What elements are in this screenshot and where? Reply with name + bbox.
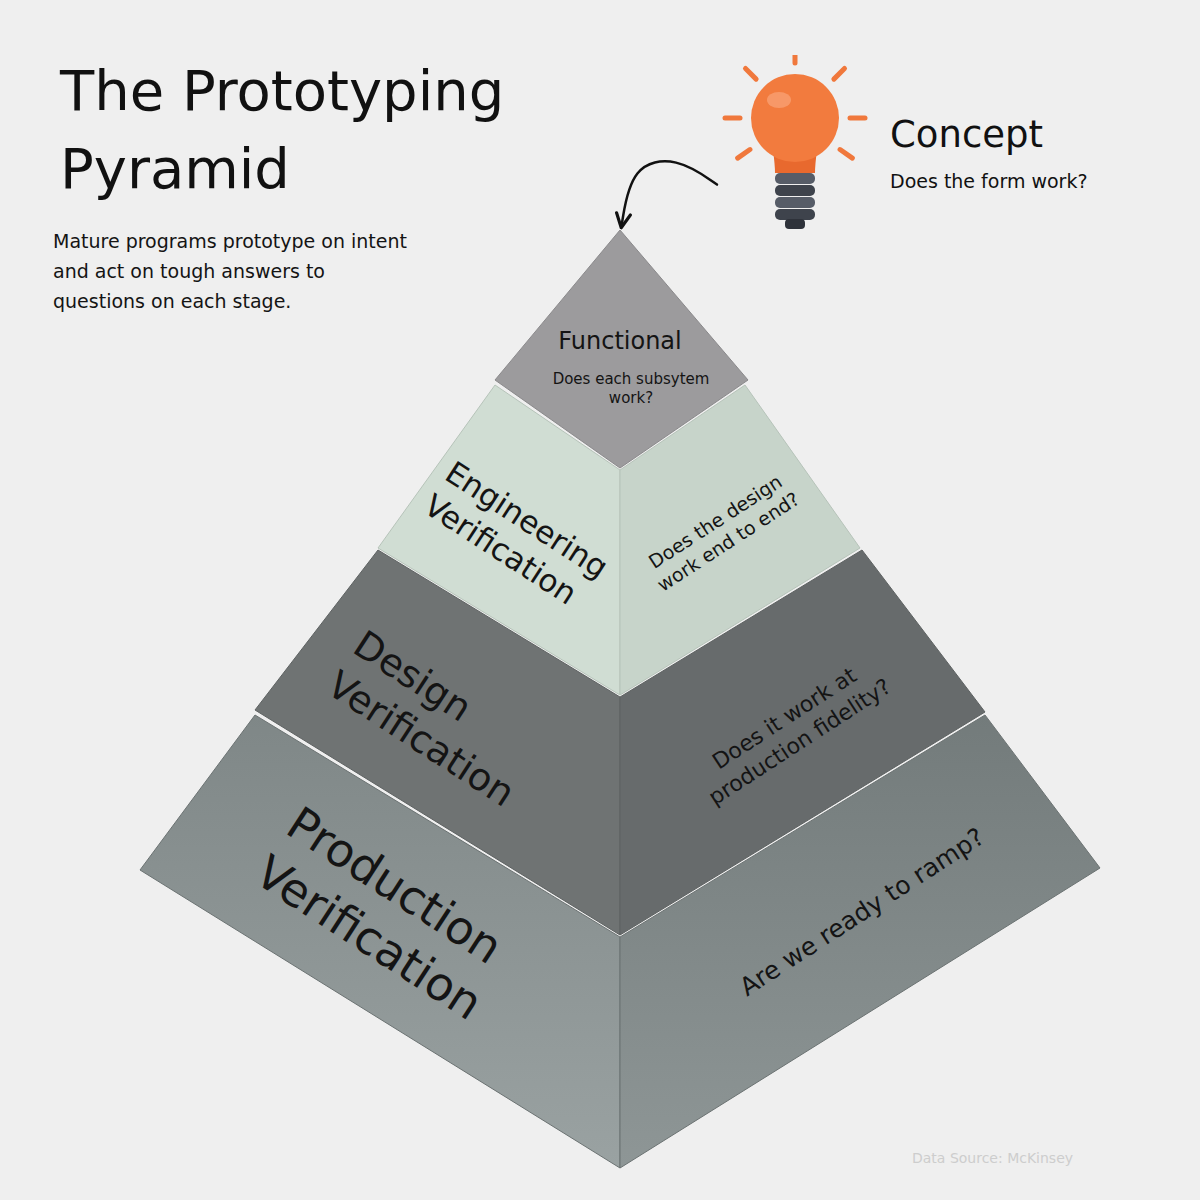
stage-question: Are we ready to ramp?: [723, 814, 1000, 1009]
bulb-base-ring: [775, 197, 815, 208]
light-ray: [746, 69, 757, 80]
light-ray: [725, 116, 740, 121]
light-ray: [793, 55, 798, 63]
stage-question: Does each subsytem work?: [546, 370, 716, 408]
bulb-base-ring: [775, 185, 815, 196]
lightbulb-icon: [715, 55, 875, 235]
stage-title: Production Verification: [245, 795, 559, 1055]
concept-callout: ConceptDoes the form work?: [715, 55, 1115, 235]
bulb-base-ring: [775, 209, 815, 220]
stage-title: Engineering Verification: [417, 453, 627, 627]
subtitle-note: Mature programs prototype on intent and …: [53, 226, 418, 316]
light-ray: [738, 150, 750, 159]
stage-question: Does the design work end to end?: [639, 466, 806, 597]
stage-title: Concept: [890, 112, 1115, 158]
bulb-base-ring: [775, 173, 815, 184]
stage-title: Functional: [520, 326, 720, 356]
engineering-tier: Engineering VerificationDoes the design …: [378, 385, 862, 697]
light-ray: [834, 69, 845, 80]
bulb-glass: [751, 74, 839, 162]
source-watermark: Data Source: McKinsey: [912, 1150, 1073, 1166]
production-tier: Production Verification Are we ready to r…: [140, 712, 1102, 1170]
bulb-contact: [785, 219, 805, 229]
diagram-title: The Prototyping Pyramid: [60, 52, 540, 209]
stage-question: Does it work at production fidelity?: [683, 646, 902, 815]
stage-question: Does the form work?: [890, 170, 1115, 194]
bulb-highlight: [767, 92, 791, 108]
stage-title: Design Verification: [319, 621, 568, 829]
light-ray: [840, 150, 852, 159]
pointer-arrow: [622, 161, 718, 226]
functional-tier: FunctionalDoes each subsytem work?: [495, 230, 748, 468]
light-ray: [850, 116, 865, 121]
functional-cap: [495, 230, 748, 468]
